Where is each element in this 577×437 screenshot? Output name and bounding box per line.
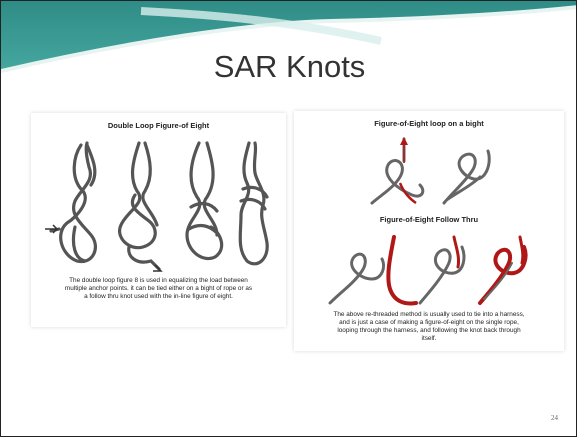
- double-loop-figure: Double Loop Figure-of Eight: [31, 113, 286, 327]
- figure-eight-follow-thru-title: Figure-of-Eight Follow Thru: [294, 215, 564, 224]
- figure-eight-follow-thru-illustration: [324, 227, 544, 309]
- caption-line: multiple anchor points. it can be tied e…: [41, 285, 276, 293]
- caption-line: The above re-threaded method is usually …: [302, 311, 556, 319]
- caption-line: a follow thru knot used with the in-line…: [41, 293, 276, 301]
- figure-eight-follow-thru-caption: The above re-threaded method is usually …: [302, 311, 556, 343]
- double-loop-knots-illustration: [41, 137, 276, 272]
- double-loop-caption: The double loop figure 8 is used in equa…: [41, 277, 276, 301]
- caption-line: The double loop figure 8 is used in equa…: [41, 277, 276, 285]
- caption-line: and is just a case of making a figure-of…: [302, 319, 556, 327]
- figure-eight-figure: Figure-of-Eight loop on a bight Figure-o…: [294, 111, 564, 351]
- caption-line: itself.: [302, 335, 556, 343]
- figure-eight-bight-illustration: [364, 133, 504, 211]
- double-loop-title: Double Loop Figure-of Eight: [31, 121, 286, 130]
- figure-eight-bight-title: Figure-of-Eight loop on a bight: [294, 119, 564, 128]
- page-number: 24: [551, 414, 558, 422]
- slide-title: SAR Knots: [1, 49, 577, 85]
- caption-line: looping through the harness, and followi…: [302, 327, 556, 335]
